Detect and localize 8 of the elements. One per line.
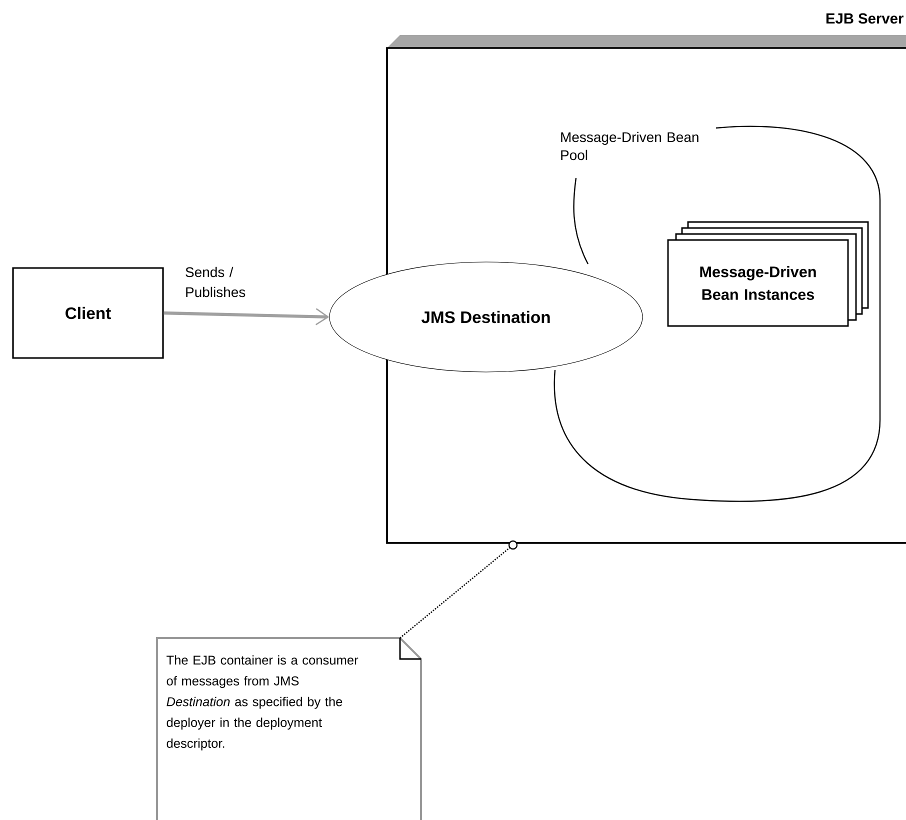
note-box: The EJB container is a consumer of messages from JMS Destination as specified by the deployer in the deployment descriptor. (156, 637, 422, 820)
arrow (164, 308, 330, 326)
server-title: EJB Server (826, 13, 904, 24)
leader-line (400, 540, 518, 639)
pool-label: Message-Driven Bean Pool (561, 132, 698, 160)
instance-stack: Message-Driven Bean Instances (667, 221, 869, 327)
edge-label: Sends / Publishes (186, 266, 246, 298)
client-box: Client (12, 267, 164, 359)
